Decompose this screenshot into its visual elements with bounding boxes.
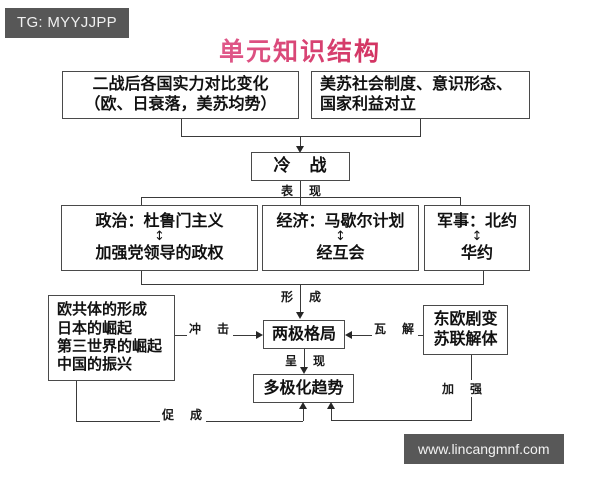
edge-label-disintegration: 瓦 解 xyxy=(372,320,419,337)
node-collapse-line-1: 东欧剧变 xyxy=(433,311,498,329)
arrow-into-cold-war xyxy=(296,146,304,153)
connector-formation-bar xyxy=(141,284,484,285)
node-bipolar-label: 两极格局 xyxy=(271,325,336,343)
connector-cause-right-drop xyxy=(420,119,421,136)
node-cause-right-line-1: 美苏社会制度、意识形态、 xyxy=(320,76,513,94)
node-rising-forces-line-2: 日本的崛起 xyxy=(57,320,133,337)
node-cause-left: 二战后各国实力对比变化 （欧、日衰落，美苏均势） xyxy=(62,71,299,119)
connector-emergence-line xyxy=(304,349,305,368)
node-multipolar-label: 多极化趋势 xyxy=(263,379,344,397)
connector-promote-drop xyxy=(76,381,77,421)
connector-formation-stem xyxy=(300,284,301,313)
page-title: 单元知识结构 xyxy=(0,32,600,68)
edge-label-formation: 形 成 xyxy=(280,290,323,304)
node-cold-war-label: 冷 战 xyxy=(273,156,328,176)
node-cause-left-line-2: （欧、日衰落，美苏均势） xyxy=(84,96,277,113)
connector-manifestation-economy xyxy=(300,197,301,205)
edge-label-strengthen: 加 强 xyxy=(440,380,487,397)
edge-label-manifestation: 表 现 xyxy=(280,184,323,198)
double-arrow-icon: ↕ xyxy=(154,229,165,244)
node-cause-left-line-1: 二战后各国实力对比变化 xyxy=(92,76,269,94)
arrow-emergence xyxy=(300,367,308,374)
arrow-into-bipolar xyxy=(296,312,304,319)
node-economy-line-2: 经互会 xyxy=(316,245,365,262)
node-cause-right-line-2: 国家利益对立 xyxy=(320,96,417,113)
connector-military-down xyxy=(483,271,484,284)
connector-coldwar-down xyxy=(300,181,301,208)
arrow-disintegration xyxy=(345,331,352,339)
connector-manifestation-politics xyxy=(141,197,142,205)
node-rising-forces-line-4: 中国的振兴 xyxy=(57,357,133,374)
connector-manifestation-military xyxy=(460,197,461,205)
node-military-line-1: 军事：北约 xyxy=(436,213,517,231)
connector-strengthen-bottom xyxy=(331,420,472,421)
watermark-label: www.lincangmnf.com xyxy=(404,434,564,464)
node-politics-line-2: 加强党领导的政权 xyxy=(95,245,224,262)
double-arrow-icon: ↕ xyxy=(471,229,483,244)
node-economy-line-1: 经济：马歇尔计划 xyxy=(276,213,405,231)
node-military-line-2: 华约 xyxy=(460,245,493,262)
edge-label-emergence: 呈 现 xyxy=(284,354,327,368)
double-arrow-icon: ↕ xyxy=(335,229,346,244)
node-cold-war: 冷 战 xyxy=(251,152,350,181)
node-bipolar: 两极格局 xyxy=(263,320,345,349)
arrow-promote xyxy=(299,402,307,409)
node-economy: 经济：马歇尔计划 ↕ 经互会 xyxy=(262,205,419,271)
node-collapse-line-2: 苏联解体 xyxy=(433,331,498,348)
node-rising-forces: 欧共体的形成 日本的崛起 第三世界的崛起 中国的振兴 xyxy=(48,295,175,381)
node-rising-forces-line-3: 第三世界的崛起 xyxy=(57,339,163,355)
node-rising-forces-line-1: 欧共体的形成 xyxy=(57,302,148,319)
connector-cause-bridge xyxy=(181,136,421,137)
arrow-impact xyxy=(256,331,263,339)
edge-label-impact: 冲 击 xyxy=(187,320,234,337)
connector-cause-to-coldwar xyxy=(300,136,301,147)
connector-cause-left-drop xyxy=(181,119,182,136)
tg-tag-badge: TG: MYYJJPP xyxy=(5,8,129,38)
node-multipolar: 多极化趋势 xyxy=(253,374,354,403)
arrow-strengthen xyxy=(327,402,335,409)
edge-label-promote: 促 成 xyxy=(160,406,207,423)
node-collapse: 东欧剧变 苏联解体 xyxy=(423,305,508,355)
connector-strengthen-rise xyxy=(331,404,332,420)
node-cause-right: 美苏社会制度、意识形态、 国家利益对立 xyxy=(311,71,530,119)
connector-promote-rise xyxy=(303,404,304,421)
node-politics-line-1: 政治：杜鲁门主义 xyxy=(95,213,224,231)
node-military: 军事：北约 ↕ 华约 xyxy=(424,205,530,271)
node-politics: 政治：杜鲁门主义 ↕ 加强党领导的政权 xyxy=(61,205,258,271)
connector-politics-down xyxy=(141,271,142,284)
